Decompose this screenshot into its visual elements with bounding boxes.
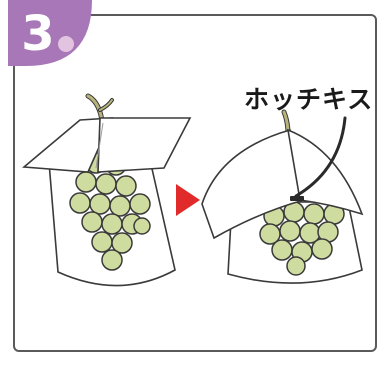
- stapler-label: ホッチキス: [244, 85, 374, 114]
- staple-icon: [290, 196, 304, 201]
- callout-leader-line: [294, 116, 347, 198]
- right-bag-illustration: [201, 109, 364, 284]
- right-grape-cluster: [259, 201, 345, 276]
- left-bag-flap-right: [97, 117, 192, 173]
- left-bag-illustration: [21, 93, 192, 287]
- arrow-icon: [176, 184, 200, 216]
- step-dot: [58, 36, 74, 52]
- step-number: 3: [21, 6, 55, 62]
